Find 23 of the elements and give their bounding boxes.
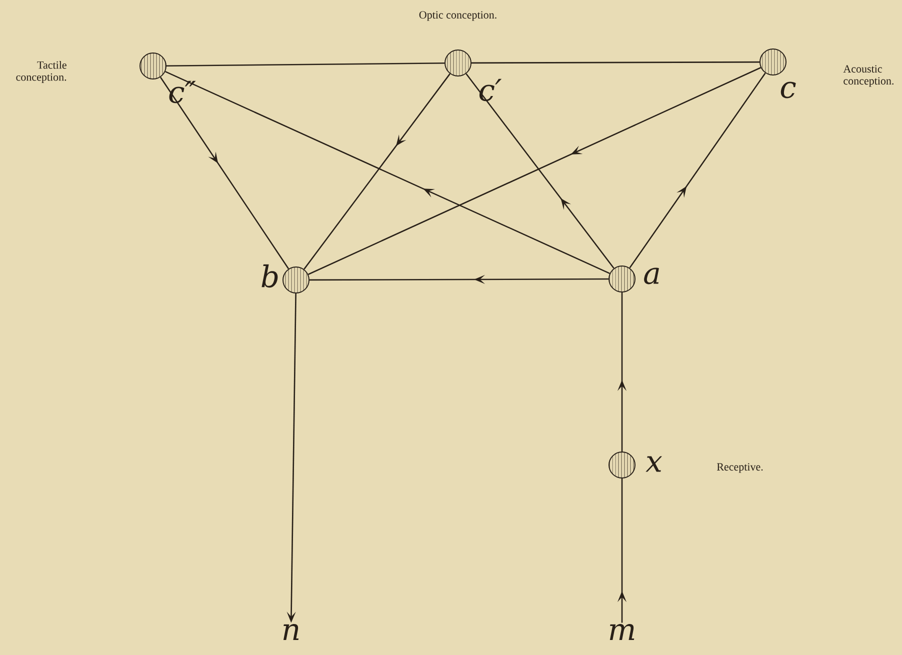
arrow (308, 67, 761, 275)
node-letter: a (644, 268, 659, 284)
arrow (160, 76, 290, 270)
hatched-circle (608, 266, 636, 292)
node-letter: c (780, 82, 796, 98)
caption-text: Optic conception. (419, 11, 496, 21)
hatched-circle (140, 52, 166, 80)
node-letter: n (283, 624, 299, 640)
arrow (165, 70, 610, 274)
node-letter: m (610, 624, 634, 640)
hatched-circle (444, 50, 472, 76)
arrow (466, 73, 614, 269)
node-letter: b (262, 264, 278, 288)
caption-text: Tactile conception. (16, 61, 66, 83)
node-letter: c′ (479, 78, 502, 102)
node-letter: x (646, 456, 662, 472)
hatched-circle (282, 266, 310, 294)
hatched-circle (760, 48, 786, 76)
caption-text: Receptive. (716, 463, 763, 473)
arrow (629, 72, 766, 268)
arrow (304, 73, 450, 270)
hatched-circle (608, 452, 636, 478)
caption-text: Acoustic conception. (843, 65, 894, 87)
